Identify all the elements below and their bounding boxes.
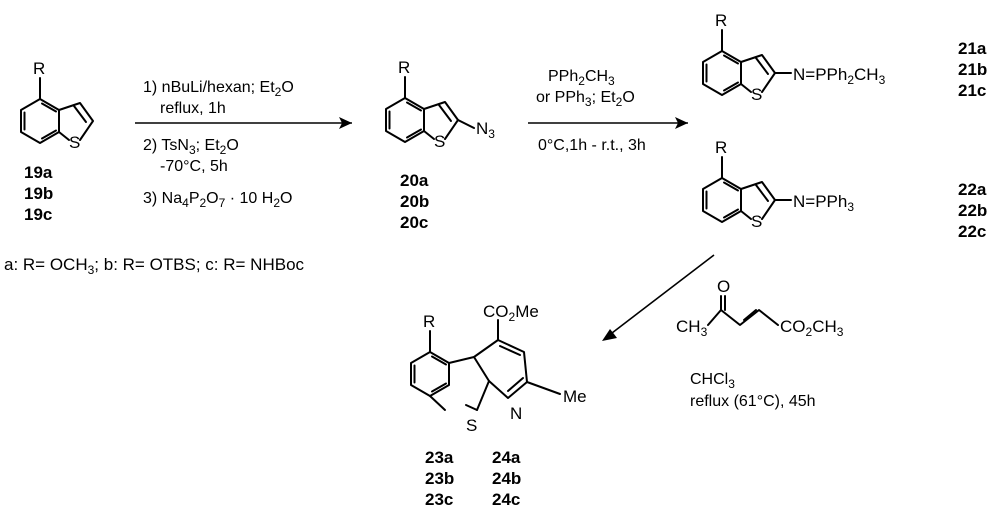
svg-text:3) Na4P2O7 · 10 H2O: 3) Na4P2O7 · 10 H2O [143,190,292,210]
svg-text:N=PPh3: N=PPh3 [793,192,854,214]
sulfur-22: S [751,212,762,231]
label-24b: 24b [492,469,521,488]
label-23b: 23b [425,469,454,488]
structure-20: R S N3 [385,58,495,151]
sulfur-19: S [69,133,80,152]
label-24c: 24c [492,490,520,509]
label-19c: 19c [24,205,52,224]
structure-23-24: R CO2Me S N Me [410,302,587,435]
svg-text:PPh2CH3: PPh2CH3 [548,68,615,88]
label-22c: 22c [958,222,986,241]
structure-21: R S N=PPh2CH3 [702,11,886,104]
label-21c: 21c [958,81,986,100]
sulfur-20: S [434,132,445,151]
r-group-legend: a: R= OCH [4,255,88,274]
step1-line5: 3) Na [143,190,182,207]
svg-text:1) nBuLi/hexan; Et2O: 1) nBuLi/hexan; Et2O [143,79,294,99]
azide-group: N [476,119,488,138]
label-20c: 20c [400,213,428,232]
step3-arrow [611,254,715,334]
structure-22: R S N=PPh3 [702,138,854,231]
label-21b: 21b [958,60,987,79]
step3-arrowhead [602,329,617,341]
step2-arrowhead [675,117,688,129]
svg-text:CO2Me: CO2Me [483,302,539,324]
step2-line2: or PPh [536,89,585,106]
label-19a: 19a [24,163,53,182]
svg-text:N=PPh2CH3: N=PPh2CH3 [793,65,886,87]
sulfur-21: S [751,85,762,104]
r-group-20: R [398,58,410,77]
r-group-23: R [423,312,435,331]
ketone-oxygen: O [717,277,730,296]
ylide-22: N=PPh [793,192,847,211]
step1-arrowhead [339,117,352,129]
step1-line1: 1) nBuLi/hexan; Et [143,79,275,96]
structure-19: R S [20,59,94,152]
r-group-21: R [715,11,727,30]
reagent-enone-ester: O CH3 CO2CH3 [676,277,844,339]
label-23a: 23a [425,448,454,467]
ester-group-23: CO [483,302,509,321]
methyl-group: CH [676,317,701,336]
r-group-22: R [715,138,727,157]
svg-text:N3: N3 [476,119,495,141]
nitrogen-23: N [510,404,522,423]
label-23c: 23c [425,490,453,509]
label-19b: 19b [24,184,53,203]
label-22b: 22b [958,201,987,220]
ylide-21: N=PPh [793,65,847,84]
label-22a: 22a [958,180,987,199]
ester-group: CO [780,317,806,336]
methyl-23: Me [563,387,587,406]
label-20a: 20a [400,171,429,190]
svg-text:2) TsN3; Et2O: 2) TsN3; Et2O [143,137,239,157]
step2-line3: 0°C,1h - r.t., 3h [538,137,646,154]
step2-line1: PPh [548,68,578,85]
r-group-19: R [33,59,45,78]
svg-text:CHCl3: CHCl3 [690,371,735,391]
step1-line2: reflux, 1h [160,100,226,117]
sulfur-23: S [466,416,477,435]
svg-text:or PPh3; Et2O: or PPh3; Et2O [536,89,635,109]
step3-solvent: CHCl [690,371,728,388]
svg-text:CH3: CH3 [676,317,708,339]
step1-line3: 2) TsN [143,137,189,154]
step1-line4: -70°C, 5h [160,158,228,175]
svg-text:a: R= OCH3; b: R= OTBS; c: R=: a: R= OCH3; b: R= OTBS; c: R= NHBoc [4,255,305,277]
label-21a: 21a [958,39,987,58]
label-24a: 24a [492,448,521,467]
svg-text:CO2CH3: CO2CH3 [780,317,844,339]
label-20b: 20b [400,192,429,211]
step3-conditions: reflux (61°C), 45h [690,393,816,410]
